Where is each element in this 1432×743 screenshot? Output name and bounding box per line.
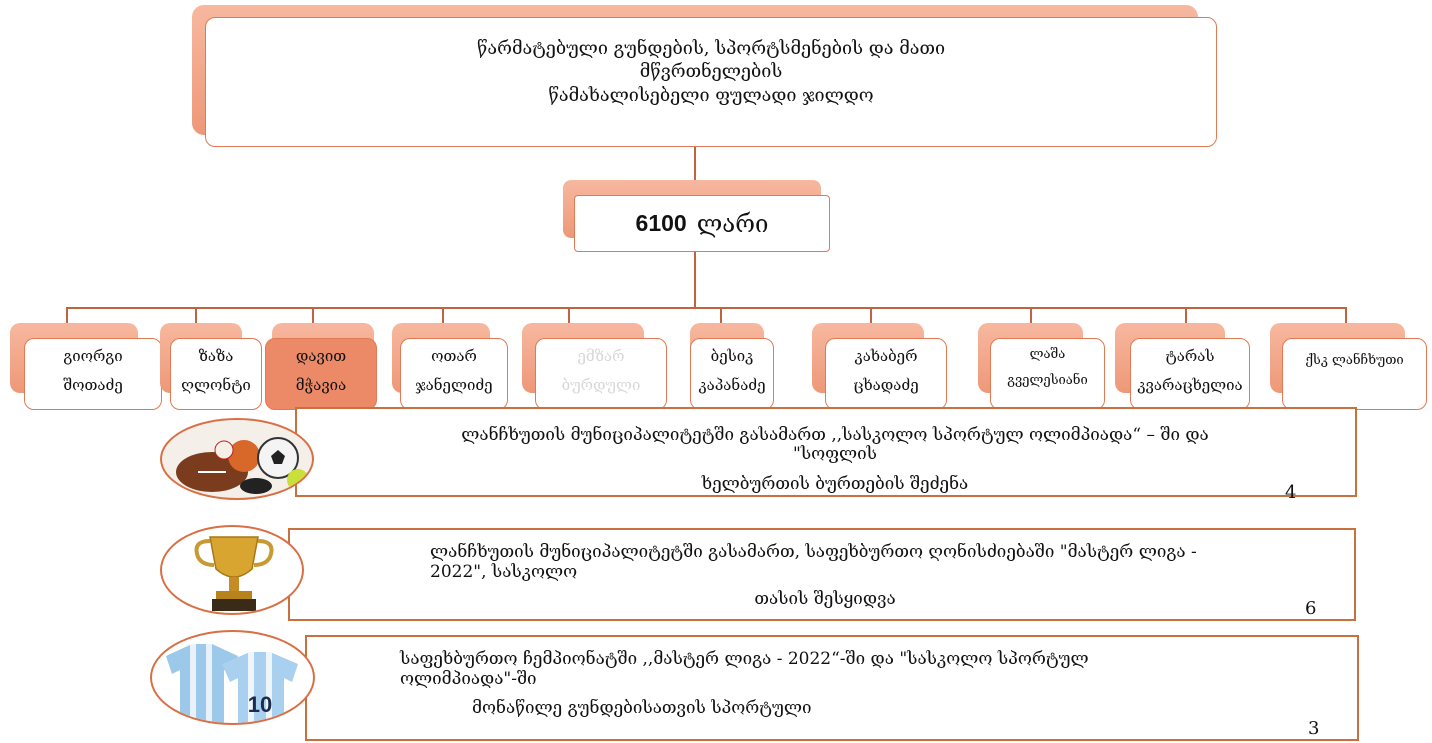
person-card: ლაშა გველესიანი xyxy=(990,338,1105,410)
baseball-icon xyxy=(214,440,234,460)
football-jerseys-image: 10 xyxy=(150,630,315,725)
item-line-3: თასის შესყიდვა xyxy=(754,589,896,610)
sports-balls-image xyxy=(160,418,314,500)
person-first-name: ოთარ xyxy=(431,347,477,365)
connector-line xyxy=(694,147,696,199)
amount-unit: ლარი xyxy=(696,209,769,238)
person-last-name: გველესიანი xyxy=(1007,373,1088,389)
person-last-name: შოთაძე xyxy=(63,375,123,394)
person-card: დავით მჭავია xyxy=(265,338,377,410)
person-card: გიორგი შოთაძე xyxy=(24,338,162,410)
item-number: 3 xyxy=(1308,718,1320,739)
amount-box: 6100 ლარი xyxy=(574,195,830,252)
person-card: ტარას კვარაცხელია xyxy=(1130,338,1250,410)
person-card: ემზარ ბურდული xyxy=(535,338,667,410)
person-card: ქსკ ლანჩხუთი xyxy=(1282,338,1427,410)
item-line-1: საფეხბურთო ჩემპიონატში ,,მასტერ ლიგა - 2… xyxy=(400,649,1089,669)
trophy-cup-image xyxy=(160,525,304,615)
item-line-3: ხელბურთის ბურთების შეძენა xyxy=(701,473,969,494)
item-text: ლანჩხუთის მუნიციპალიტეტში გასამართ, საფე… xyxy=(430,542,1340,610)
person-last-name: ღლონტი xyxy=(181,375,251,394)
connector-line xyxy=(720,307,722,325)
item-line-1: ლანჩხუთის მუნიციპალიტეტში გასამართ ,,სას… xyxy=(461,425,1209,445)
connector-line xyxy=(1185,307,1187,325)
person-first-name: კახაბერ xyxy=(854,347,918,365)
item-line-2: 2022", სასკოლო xyxy=(430,561,578,582)
header-box: წარმატებული გუნდების, სპორტსმენების და მ… xyxy=(205,17,1217,147)
item-panel xyxy=(295,407,1357,497)
connector-line xyxy=(870,307,872,325)
connector-line xyxy=(1030,307,1032,325)
person-first-name: ბესიკ xyxy=(710,347,754,365)
person-last-name: კაპანაძე xyxy=(698,375,766,394)
person-first-name: ქსკ ლანჩხუთი xyxy=(1305,353,1404,368)
basketball-icon xyxy=(228,440,260,472)
item-panel xyxy=(305,635,1359,741)
person-first-name: ტარას xyxy=(1165,347,1215,365)
jersey-number: 10 xyxy=(248,692,272,717)
connector-line xyxy=(694,252,696,308)
trophy-icon xyxy=(209,536,259,578)
item-line-1: ლანჩხუთის მუნიციპალიტეტში გასამართ, საფე… xyxy=(430,542,1197,562)
person-last-name: ჯანელიძე xyxy=(415,375,493,394)
person-first-name: დავით xyxy=(295,347,347,365)
connector-line xyxy=(568,307,570,325)
person-card: ბესიკ კაპანაძე xyxy=(690,338,774,410)
person-first-name: ლაშა xyxy=(1029,347,1066,362)
person-last-name: ცხადაძე xyxy=(853,375,919,394)
person-last-name: ბურდული xyxy=(561,375,641,394)
item-line-2: "სოფლის xyxy=(793,444,877,465)
jersey-icon xyxy=(166,644,238,723)
person-card: ოთარ ჯანელიძე xyxy=(400,338,508,410)
hockey-puck-icon xyxy=(240,478,272,494)
item-number: 6 xyxy=(1305,598,1317,619)
header-line-1: წარმატებული გუნდების, სპორტსმენების და მ… xyxy=(476,38,946,59)
person-card: ზაზა ღლონტი xyxy=(170,338,262,410)
person-last-name: მჭავია xyxy=(295,375,347,394)
connector-line xyxy=(1345,307,1347,325)
item-line-2: ოლიმპიადა"-ში xyxy=(400,668,537,689)
connector-line xyxy=(66,307,68,325)
header-line-2: მწვრთნელების xyxy=(639,60,783,82)
item-number: 4 xyxy=(1285,482,1297,503)
jersey-icon xyxy=(222,652,298,723)
item-text: საფეხბურთო ჩემპიონატში ,,მასტერ ლიგა - 2… xyxy=(400,649,1340,719)
person-first-name: ზაზა xyxy=(198,347,234,365)
item-panel xyxy=(288,528,1356,621)
item-text: ლანჩხუთის მუნიციპალიტეტში გასამართ ,,სას… xyxy=(330,425,1340,495)
person-card: კახაბერ ცხადაძე xyxy=(825,338,947,410)
connector-line xyxy=(312,307,314,325)
connector-line xyxy=(442,307,444,325)
connector-line xyxy=(66,307,1346,309)
person-first-name: გიორგი xyxy=(63,347,123,365)
item-line-3: მონაწილე გუნდებისათვის სპორტული xyxy=(472,698,812,719)
amount-value: 6100 xyxy=(635,210,687,236)
header-line-3: წამახალისებელი ფულადი ჯილდო xyxy=(548,85,874,106)
person-last-name: კვარაცხელია xyxy=(1137,375,1243,394)
connector-line xyxy=(195,307,197,325)
person-first-name: ემზარ xyxy=(577,347,625,365)
